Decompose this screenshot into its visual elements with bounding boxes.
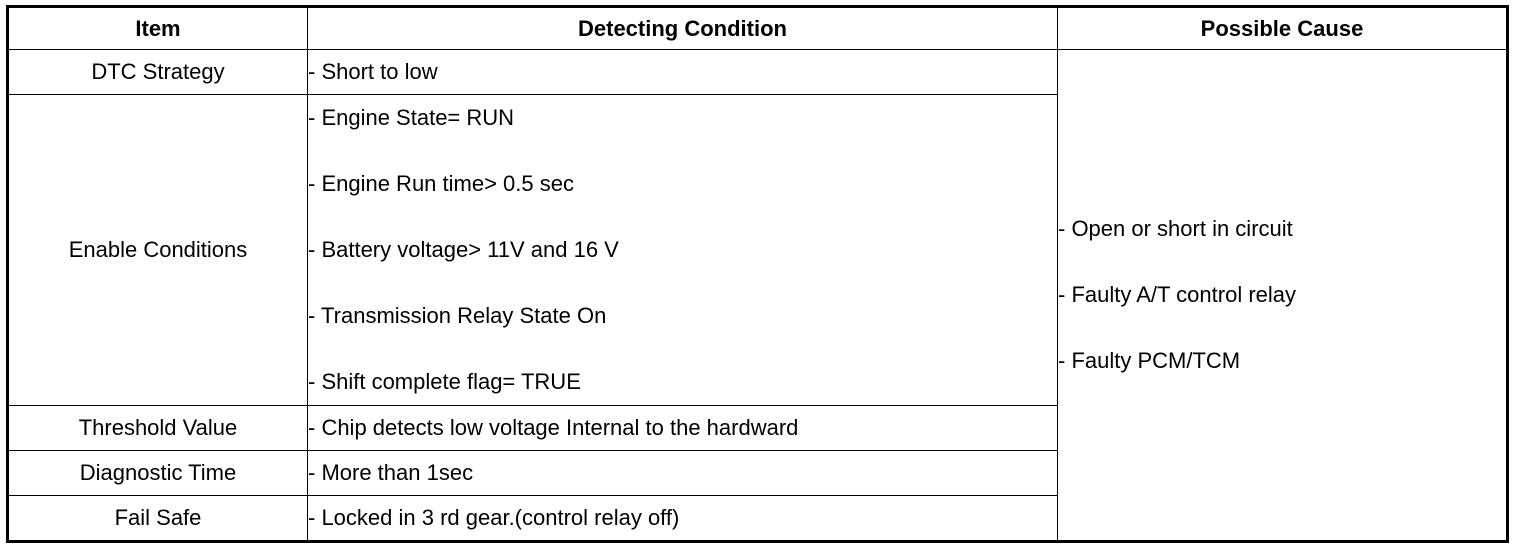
condition-line: - Transmission Relay State On <box>308 303 607 328</box>
condition-cell-enable-conditions: - Engine State= RUN - Engine Run time> 0… <box>307 94 1058 406</box>
cause-line-open-short: - Open or short in circuit <box>1058 216 1293 241</box>
condition-cell-diagnostic-time: - More than 1sec <box>307 450 1058 496</box>
condition-line: - Chip detects low voltage Internal to t… <box>308 415 799 440</box>
header-detecting-condition: Detecting Condition <box>307 6 1058 50</box>
condition-line: - Battery voltage> 11V and 16 V <box>308 237 619 262</box>
condition-line: - Shift complete flag= TRUE <box>308 369 581 394</box>
item-cell-dtc-strategy: DTC Strategy <box>7 49 308 95</box>
table-row-enable-conditions: Enable Conditions - Engine State= RUN - … <box>7 94 1508 406</box>
condition-cell-dtc-strategy: - Short to low <box>307 49 1058 95</box>
condition-line: - Short to low <box>308 59 438 84</box>
item-cell-threshold-value: Threshold Value <box>7 405 308 451</box>
table-row-fail-safe: Fail Safe - Locked in 3 rd gear.(control… <box>7 495 1508 542</box>
table-row-dtc-strategy: DTC Strategy - Short to low - Open or sh… <box>7 49 1508 542</box>
condition-cell-fail-safe: - Locked in 3 rd gear.(control relay off… <box>307 495 1058 542</box>
header-item: Item <box>7 6 308 50</box>
table-row-threshold-value: Threshold Value - Chip detects low volta… <box>7 405 1508 451</box>
cause-line-pcm-tcm: - Faulty PCM/TCM <box>1058 348 1241 373</box>
condition-line: - More than 1sec <box>308 460 474 485</box>
possible-cause-cell: - Open or short in circuit - Faulty A/T … <box>1057 49 1508 542</box>
cause-line-relay: - Faulty A/T control relay <box>1058 282 1297 307</box>
header-possible-cause: Possible Cause <box>1057 6 1508 50</box>
header-row: Item Detecting Condition Possible Cause <box>7 6 1508 50</box>
item-cell-diagnostic-time: Diagnostic Time <box>7 450 308 496</box>
dtc-spec-table: Item Detecting Condition Possible Cause … <box>6 5 1509 543</box>
condition-line: - Locked in 3 rd gear.(control relay off… <box>308 505 680 530</box>
condition-cell-threshold-value: - Chip detects low voltage Internal to t… <box>307 405 1058 451</box>
item-cell-enable-conditions: Enable Conditions <box>7 94 308 406</box>
condition-line: - Engine State= RUN <box>308 105 515 130</box>
condition-line: - Engine Run time> 0.5 sec <box>308 171 574 196</box>
item-cell-fail-safe: Fail Safe <box>7 495 308 542</box>
